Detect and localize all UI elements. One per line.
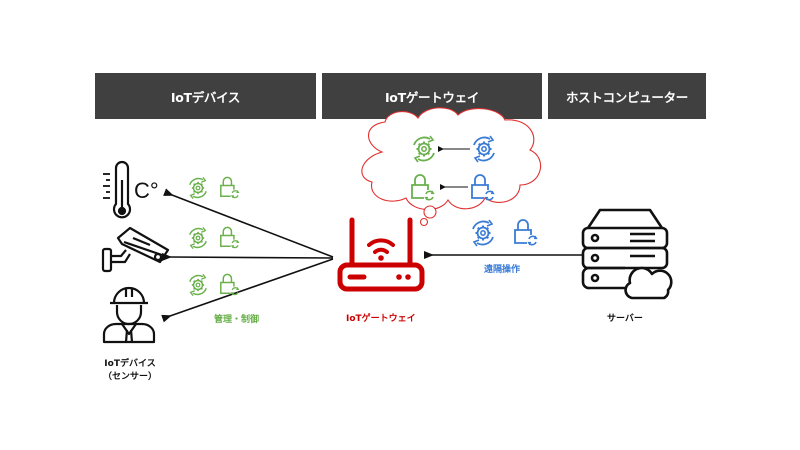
arrow-to-camera — [161, 252, 334, 261]
lock-refresh-icon — [220, 226, 240, 249]
remote-icons — [472, 219, 538, 247]
remote-operation-label: 遠隔操作 — [484, 265, 521, 275]
thermometer-unit: C° — [134, 178, 159, 203]
gear-refresh-icon — [188, 226, 208, 250]
cloud-server-icon — [581, 208, 673, 300]
gear-refresh-icon — [188, 176, 208, 200]
lock-refresh-icon — [220, 176, 240, 199]
lock-refresh-icon — [220, 273, 240, 296]
server-label: サーバー — [607, 314, 643, 324]
arrow-to-worker — [161, 258, 334, 323]
device-label-line2: （センサー） — [102, 372, 157, 382]
gateway-label: IoTゲートウェイ — [346, 314, 416, 324]
arrow-to-thermometer — [163, 188, 334, 258]
worker-helmet-icon — [102, 286, 156, 344]
device-icons-row-2 — [188, 226, 240, 250]
thought-cloud — [361, 107, 542, 227]
header-iot-devices: IoTデバイス — [95, 73, 316, 119]
wifi-router-icon — [337, 217, 425, 292]
device-icons-row-1 — [188, 176, 240, 200]
lock-refresh-icon — [514, 219, 538, 246]
security-camera-icon — [101, 226, 170, 273]
gear-refresh-icon — [472, 219, 494, 247]
manage-control-label: 管理・制御 — [214, 315, 260, 325]
device-icons-row-3 — [188, 273, 240, 297]
gear-refresh-icon — [188, 273, 208, 297]
header-host-computer: ホストコンピューター — [548, 73, 706, 119]
thermometer-icon — [103, 160, 132, 219]
device-label-line1: IoTデバイス — [104, 359, 156, 369]
